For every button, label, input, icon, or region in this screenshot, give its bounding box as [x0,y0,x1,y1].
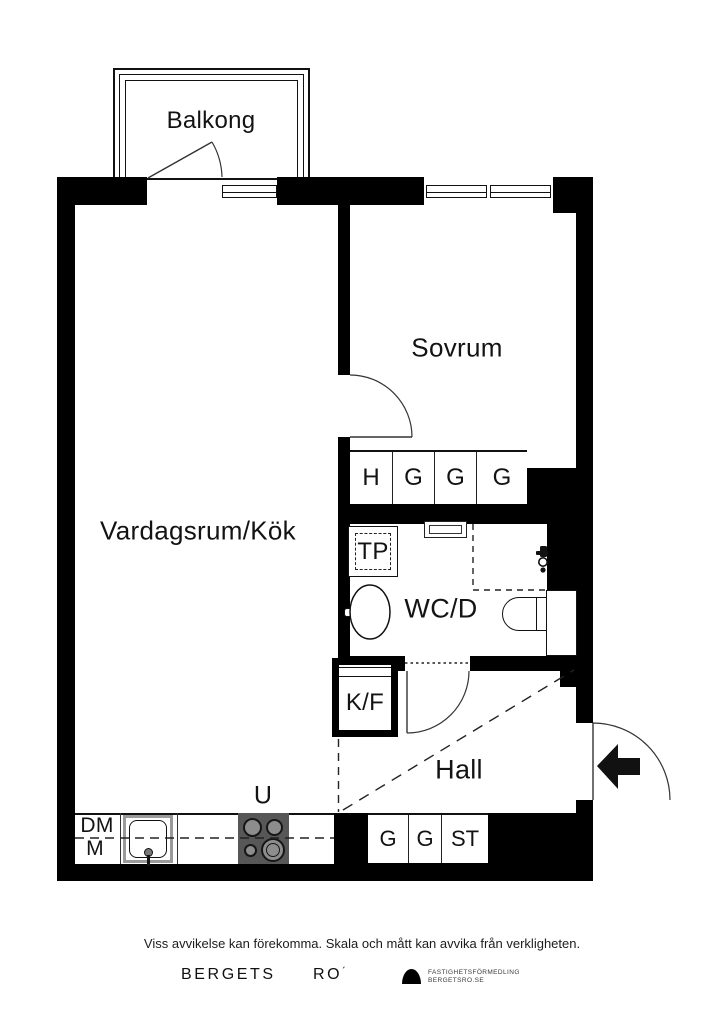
micro-label: M [86,837,104,860]
bedroom-closets: H G G G [350,450,527,504]
laundry-tower-label: TP [357,538,389,565]
wall-top-mid [277,177,424,205]
toilet-bowl-line [536,598,537,630]
wc-door-arc [406,670,470,734]
hall-closet-g2: G [408,815,441,863]
closet-g1: G [392,452,434,504]
hall-closet-g1: G [368,815,408,863]
entry-arrow-icon [597,744,640,789]
bedroom-label: Sovrum [411,332,503,363]
agency-line1: FASTIGHETSFÖRMEDLING [428,969,520,976]
balcony-outline-inner [125,80,298,180]
burner-bl [244,844,257,857]
wall-left [57,177,75,881]
dishwasher-label: DM [80,814,114,837]
closet-g3: G [476,452,527,504]
wall-bottom [57,863,593,881]
living-kitchen-label: Vardagsrum/Kök [100,515,296,546]
bedroom-window-left [426,185,487,198]
agency-dome-logo [402,969,421,984]
closet-g2-label: G [446,464,465,491]
kitchen-counter [75,813,334,864]
wall-living-wc [338,437,350,656]
brand-ro: RO´ [313,966,346,984]
counter-divider-1 [120,813,121,864]
wall-wc-bottom-right [470,656,593,671]
wall-hall-corner-right [488,813,576,881]
wall-wc-right-column [547,524,576,592]
hall-closet-g1-label: G [379,826,397,851]
fridge-front-lines [339,667,391,677]
agency-text: FASTIGHETSFÖRMEDLING BERGETSRO.SE [428,969,520,985]
hall-label: Hall [435,754,483,785]
bedroom-window-right [490,185,551,198]
bedroom-door-arc [349,374,413,438]
burner-br [261,838,285,862]
burner-tl [243,818,262,837]
closet-h: H [350,452,392,504]
closet-g3-label: G [492,464,512,491]
wall-closet-right-block [527,468,576,524]
laundry-tower-dashed [355,533,391,570]
closet-g2: G [434,452,476,504]
bathroom-label: WC/D [404,593,478,624]
toilet-bowl [502,597,547,631]
hall-closet-g2-label: G [416,826,434,851]
closet-g1-label: G [404,464,423,491]
wall-entry-stub [560,671,577,687]
brand-accent-mark: ´ [342,966,346,978]
toilet-tank [546,590,577,656]
wall-hall-corner-left [334,813,368,881]
wall-below-closets [350,504,527,524]
wall-right-lower [576,800,593,881]
closet-h-label: H [362,464,380,491]
wall-living-bedroom-upper [338,205,350,375]
entry-door-arc [592,722,671,801]
hall-closets: G G ST [368,813,488,863]
disclaimer-text: Viss avvikelse kan förekomma. Skala och … [143,936,581,951]
wall-right-upper [576,177,593,723]
hall-closet-st: ST [441,815,488,863]
oven-label: U [253,781,273,810]
kitchen-tap-stem [147,855,150,866]
brand-ro-text: RO [313,966,343,983]
hall-closet-st-label: ST [450,826,480,851]
living-window [222,185,277,198]
fridge-freezer-label: K/F [345,689,385,716]
burner-tr [266,819,283,836]
wc-sink-tap [344,608,358,617]
agency-line2: BERGETSRO.SE [428,977,485,984]
stove [238,813,289,864]
counter-divider-2 [177,813,178,864]
laundry-tower-box [348,526,398,577]
brand-bergets: BERGETS [181,966,276,983]
wc-vanity-inner [429,525,462,534]
balcony-label: Balkong [166,107,256,134]
